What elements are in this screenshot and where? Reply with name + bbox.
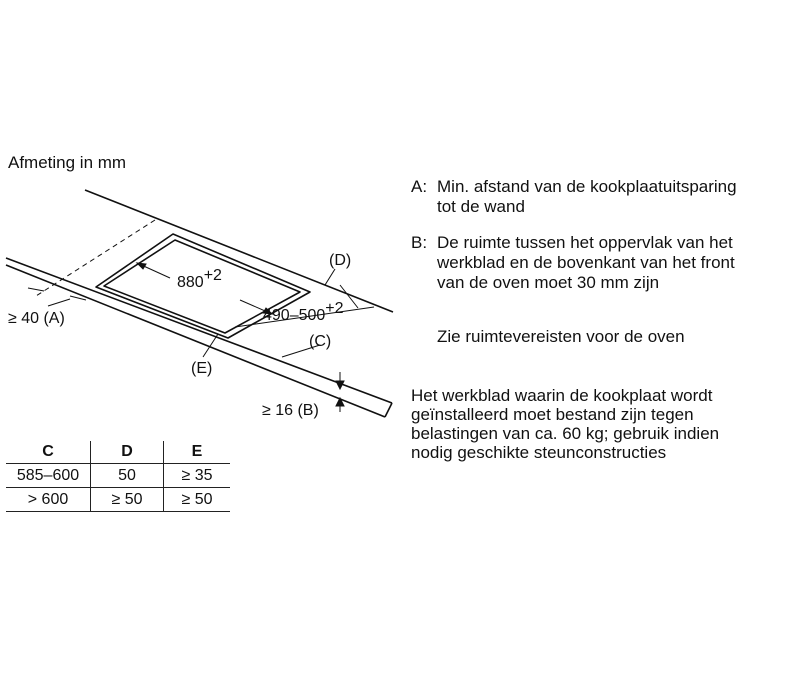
table-header-row: C D E bbox=[6, 441, 230, 464]
cutout-inner-outline bbox=[103, 239, 301, 334]
table-cell: 50 bbox=[90, 463, 164, 488]
load-note-line4: nodig geschikte steunconstructies bbox=[411, 443, 667, 462]
table-cell: ≥ 50 bbox=[90, 487, 164, 512]
diagram-caption: Afmeting in mm bbox=[8, 153, 127, 172]
dim-c-label: (C) bbox=[309, 333, 331, 350]
dim-b-label: ≥ 16 (B) bbox=[262, 402, 319, 419]
dim-a-label: ≥ 40 (A) bbox=[8, 310, 65, 327]
worktop-right-edge bbox=[384, 402, 393, 418]
table-row: 585–600 50 ≥ 35 bbox=[6, 463, 230, 488]
load-note-line1: Het werkblad waarin de kookplaat wordt bbox=[411, 386, 713, 405]
legend-b-key: B: bbox=[411, 233, 428, 252]
worktop-front-top-edge bbox=[5, 257, 393, 404]
dim-d-label: (D) bbox=[329, 252, 351, 269]
legend-b-line2: werkblad en de bovenkant van het front bbox=[437, 253, 735, 272]
load-note: Het werkblad waarin de kookplaat wordt g… bbox=[411, 386, 719, 462]
table-row: > 600 ≥ 50 ≥ 50 bbox=[6, 487, 230, 512]
load-note-line2: geïnstalleerd moet bestand zijn tegen bbox=[411, 405, 694, 424]
wall-reference-line bbox=[35, 219, 156, 297]
legend-a-line1: Min. afstand van de kookplaatuitsparing bbox=[437, 177, 737, 196]
table-cell: ≥ 35 bbox=[163, 463, 230, 488]
table-cell: ≥ 50 bbox=[163, 487, 230, 512]
legend-b-line1: De ruimte tussen het oppervlak van het bbox=[437, 233, 733, 252]
dim-880-label: 880+2 bbox=[177, 267, 222, 291]
worktop-back-edge bbox=[84, 189, 394, 313]
table-cell: > 600 bbox=[6, 487, 91, 512]
legend-a-key: A: bbox=[411, 177, 428, 196]
legend-b-line3: van de oven moet 30 mm zijn bbox=[437, 273, 660, 292]
table-header-c: C bbox=[42, 443, 54, 460]
oven-note: Zie ruimtevereisten voor de oven bbox=[437, 327, 685, 346]
legend-a-line2: tot de wand bbox=[437, 197, 525, 216]
table-header-d: D bbox=[90, 441, 164, 464]
dim-e-label: (E) bbox=[191, 360, 212, 377]
dim-490-500-label: 490–500+2 bbox=[263, 300, 344, 324]
load-note-line3: belastingen van ca. 60 kg; gebruik indie… bbox=[411, 424, 720, 443]
table-cell: 585–600 bbox=[6, 463, 91, 488]
cutout-outline bbox=[95, 233, 311, 339]
worktop-front-bottom-edge bbox=[5, 264, 386, 418]
table-header-e: E bbox=[163, 441, 230, 464]
dimension-table: C D E 585–600 50 ≥ 35 > 600 ≥ 50 ≥ 50 bbox=[6, 441, 230, 512]
legend-a: A: Min. afstand van de kookplaatuitspari… bbox=[411, 177, 737, 217]
legend-b: B: De ruimte tussen het oppervlak van he… bbox=[411, 233, 735, 293]
